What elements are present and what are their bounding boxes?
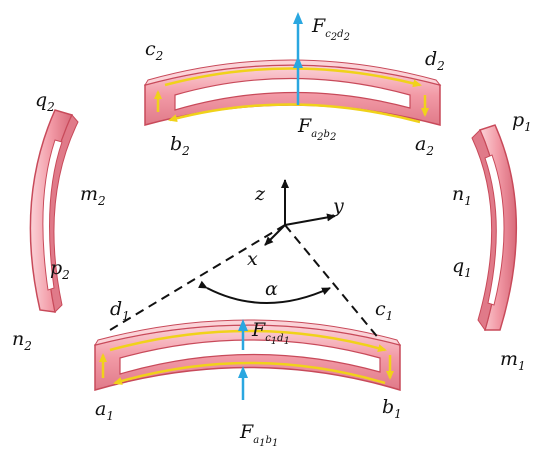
angle-alpha-label: α	[265, 278, 278, 300]
bottom-coil	[93, 319, 402, 400]
label-q1: q1	[452, 255, 472, 280]
label-n2: n2	[12, 328, 32, 353]
dashed-line-left	[109, 224, 286, 331]
bottom-current-lower	[113, 361, 386, 385]
label-b2: b2	[170, 133, 190, 158]
label-m2: m2	[80, 183, 106, 208]
label-a1: a1	[95, 398, 114, 423]
label-c2: c2	[145, 38, 163, 63]
axis-x-label: x	[247, 248, 258, 270]
force-label-c2d2: Fc2d2	[311, 15, 350, 43]
top-coil	[143, 12, 442, 126]
bottom-current-upper	[109, 329, 387, 352]
label-p1: p1	[512, 109, 532, 134]
top-current-lower	[168, 103, 421, 124]
force-label-c1d1: Fc1d1	[251, 319, 290, 347]
label-d2: d2	[425, 48, 445, 73]
label-b1: b1	[382, 396, 402, 421]
top-current-upper	[164, 67, 422, 88]
force-label-a1b1: Fa1b1	[239, 421, 278, 449]
right-coil	[471, 124, 518, 332]
label-n1: n1	[452, 183, 472, 208]
axis-y-label: y	[332, 195, 344, 217]
label-m1: m1	[500, 348, 526, 373]
x-axis	[264, 224, 286, 246]
label-a2: a2	[415, 133, 434, 158]
force-label-a2b2: Fa2b2	[297, 115, 336, 143]
axes	[109, 179, 381, 341]
label-q2: q2	[35, 89, 55, 114]
y-axis	[284, 213, 336, 226]
label-c1: c1	[375, 298, 393, 323]
angle-arc	[198, 280, 331, 304]
left-coil	[29, 109, 79, 314]
dashed-line-right	[284, 224, 381, 341]
label-d1: d1	[110, 298, 130, 323]
label-p2: p2	[50, 257, 70, 282]
axis-z-label: z	[254, 183, 266, 205]
